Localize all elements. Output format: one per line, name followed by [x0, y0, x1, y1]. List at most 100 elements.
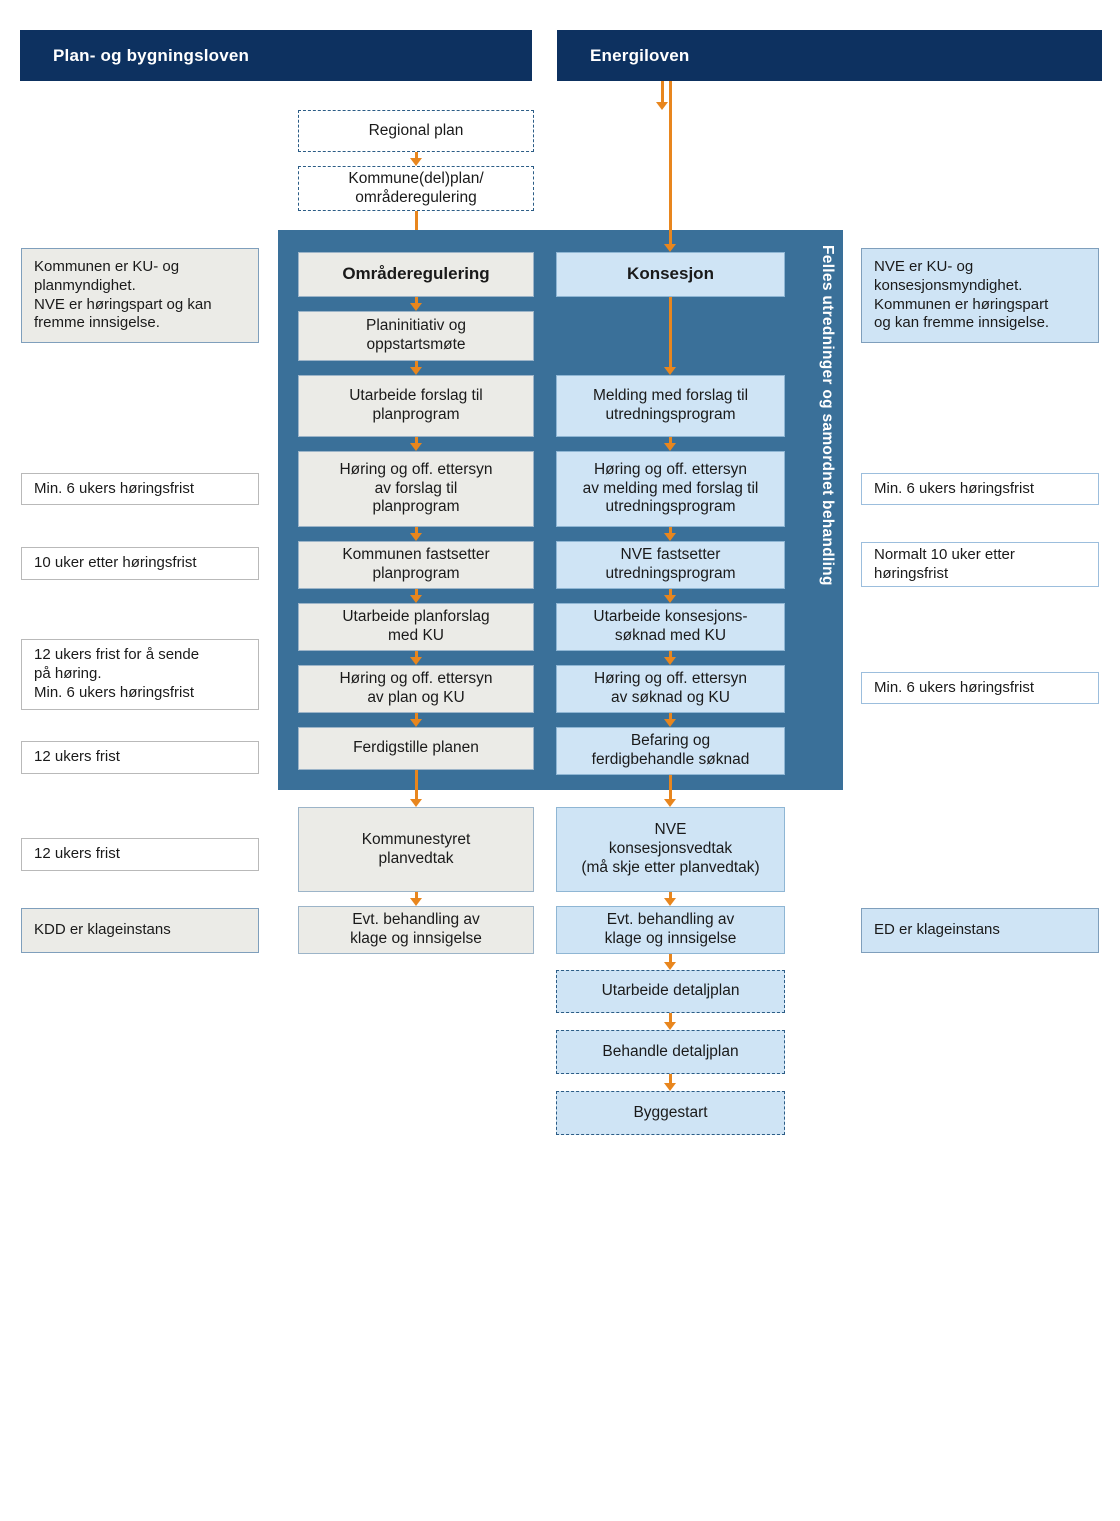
node-label: Utarbeide forslag til planprogram — [349, 387, 483, 423]
note-text: Min. 6 ukers høringsfrist — [874, 479, 1035, 497]
node-label: Planinitiativ og oppstartsmøte — [366, 317, 466, 353]
arrow-right-9 — [663, 1013, 677, 1030]
note-nve-ku-konsesjonsmyndighet: NVE er KU- og konsesjonsmyndighet. Kommu… — [861, 248, 1099, 343]
note-kommunen-ku-planmyndighet: Kommunen er KU- og planmyndighet. NVE er… — [21, 248, 259, 343]
note-text: Min. 6 ukers høringsfrist — [34, 479, 195, 497]
arrow-right-1 — [663, 437, 677, 451]
node-horing-plan-ku: Høring og off. ettersyn av plan og KU — [298, 665, 534, 713]
banner-right-label: Energiloven — [590, 45, 690, 65]
note-text: 12 ukers frist for å sende på høring. Mi… — [34, 646, 200, 701]
note-12-ukers-frist-sende-horing: 12 ukers frist for å sende på høring. Mi… — [21, 639, 259, 710]
note-12-ukers-frist-1: 12 ukers frist — [21, 741, 259, 774]
note-text: Min. 6 ukers høringsfrist — [874, 678, 1035, 696]
node-horing-forslag-planprogram: Høring og off. ettersyn av forslag til p… — [298, 451, 534, 527]
node-planinitiativ-oppstartsmote: Planinitiativ og oppstartsmøte — [298, 311, 534, 361]
node-label: Høring og off. ettersyn av melding med f… — [582, 460, 759, 516]
node-nve-konsesjonsvedtak: NVE konsesjonsvedtak (må skje etter plan… — [556, 807, 785, 892]
node-behandle-detaljplan: Behandle detaljplan — [556, 1030, 785, 1074]
note-text: 10 uker etter høringsfrist — [34, 554, 197, 572]
note-min-6-ukers-horingsfrist-right-2: Min. 6 ukers høringsfrist — [861, 672, 1099, 704]
arrow-banner-energiloven-to-konsesjon — [663, 81, 677, 252]
arrow-left-1 — [409, 361, 423, 375]
node-label: Evt. behandling av klage og innsigelse — [350, 911, 482, 947]
node-horing-soknad-ku: Høring og off. ettersyn av søknad og KU — [556, 665, 785, 713]
node-label: Ferdigstille planen — [353, 739, 479, 757]
arrow-right-5 — [663, 713, 677, 727]
node-ferdigstille-planen: Ferdigstille planen — [298, 727, 534, 770]
note-text: Kommunen er KU- og planmyndighet. NVE er… — [34, 258, 212, 332]
node-label: Høring og off. ettersyn av forslag til p… — [339, 460, 493, 516]
node-melding-forslag-utredningsprogram: Melding med forslag til utredningsprogra… — [556, 375, 785, 437]
arrow-right-7 — [663, 892, 677, 906]
arrow-right-6 — [663, 775, 677, 807]
arrow-regional-to-kommunedelplan — [409, 152, 423, 166]
node-label: Utarbeide detaljplan — [601, 982, 740, 1000]
arrow-right-2 — [663, 527, 677, 541]
arrow-right-3 — [663, 589, 677, 603]
node-regional-plan: Regional plan — [298, 110, 534, 152]
note-ed-klageinstans: ED er klageinstans — [861, 908, 1099, 953]
node-horing-melding-utredningsprogram: Høring og off. ettersyn av melding med f… — [556, 451, 785, 527]
node-label: Melding med forslag til utredningsprogra… — [592, 387, 749, 423]
arrow-left-7 — [409, 770, 423, 807]
banner-left-label: Plan- og bygningsloven — [53, 45, 250, 65]
panel-vertical-label: Felles utredninger og samordnet behandli… — [800, 245, 836, 775]
node-utarbeide-planforslag-ku: Utarbeide planforslag med KU — [298, 603, 534, 651]
node-label: Kommune(del)plan/ områderegulering — [348, 169, 484, 206]
node-label: NVE konsesjonsvedtak (må skje etter plan… — [581, 821, 760, 876]
node-label: Høring og off. ettersyn av plan og KU — [339, 670, 493, 706]
note-kdd-klageinstans: KDD er klageinstans — [21, 908, 259, 953]
node-utarbeide-detaljplan: Utarbeide detaljplan — [556, 970, 785, 1013]
node-label: Kommunen fastsetter planprogram — [342, 546, 490, 582]
arrow-left-8 — [409, 892, 423, 906]
arrow-left-3 — [409, 527, 423, 541]
node-utarbeide-forslag-planprogram: Utarbeide forslag til planprogram — [298, 375, 534, 437]
note-normalt-10-uker-etter-horingsfrist: Normalt 10 uker etter høringsfrist — [861, 542, 1099, 587]
node-label: Behandle detaljplan — [602, 1042, 739, 1060]
banner-plan-og-bygningsloven: Plan- og bygningsloven — [20, 30, 532, 81]
node-label: Utarbeide planforslag med KU — [342, 608, 490, 644]
arrow-right-0 — [663, 297, 677, 375]
node-nve-fastsetter-utredningsprogram: NVE fastsetter utredningsprogram — [556, 541, 785, 589]
node-left-evt-behandling-klage: Evt. behandling av klage og innsigelse — [298, 906, 534, 954]
arrow-right-8 — [663, 954, 677, 970]
node-label: Evt. behandling av klage og innsigelse — [604, 911, 737, 947]
note-min-6-ukers-horingsfrist-right-1: Min. 6 ukers høringsfrist — [861, 473, 1099, 505]
node-kommunedelplan-omraaderegulering: Kommune(del)plan/ områderegulering — [298, 166, 534, 211]
note-text: NVE er KU- og konsesjonsmyndighet. Kommu… — [874, 258, 1050, 332]
node-kommunen-fastsetter-planprogram: Kommunen fastsetter planprogram — [298, 541, 534, 589]
node-utarbeide-konsesjonssoknad-ku: Utarbeide konsesjons- søknad med KU — [556, 603, 785, 651]
note-text: KDD er klageinstans — [34, 921, 171, 939]
arrow-right-10 — [663, 1074, 677, 1091]
arrow-left-6 — [409, 713, 423, 727]
node-label: Konsesjon — [627, 264, 714, 284]
node-label: Områderegulering — [342, 264, 490, 284]
node-label: Befaring og ferdigbehandle søknad — [591, 732, 750, 768]
note-text: 12 ukers frist — [34, 845, 120, 863]
node-label: Regional plan — [368, 121, 464, 139]
node-label: Utarbeide konsesjons- søknad med KU — [593, 608, 748, 644]
node-omraaderegulering-header: Områderegulering — [298, 252, 534, 297]
note-text: ED er klageinstans — [874, 921, 1000, 939]
node-label: Kommunestyret planvedtak — [361, 830, 471, 867]
note-10-uker-etter-horingsfrist: 10 uker etter høringsfrist — [21, 547, 259, 580]
note-text: Normalt 10 uker etter høringsfrist — [874, 545, 1015, 582]
arrow-left-5 — [409, 651, 423, 665]
node-label: Høring og off. ettersyn av søknad og KU — [593, 670, 748, 706]
node-konsesjon-header: Konsesjon — [556, 252, 785, 297]
arrow-left-4 — [409, 589, 423, 603]
node-label: NVE fastsetter utredningsprogram — [605, 546, 736, 582]
note-12-ukers-frist-2: 12 ukers frist — [21, 838, 259, 871]
arrow-banner-to-regional-plan — [655, 81, 669, 110]
node-label: Byggestart — [633, 1103, 708, 1121]
node-befaring-ferdigbehandle-soknad: Befaring og ferdigbehandle søknad — [556, 727, 785, 775]
node-byggestart: Byggestart — [556, 1091, 785, 1135]
arrow-left-2 — [409, 437, 423, 451]
banner-energiloven: Energiloven — [557, 30, 1102, 81]
note-text: 12 ukers frist — [34, 748, 120, 766]
arrow-left-0 — [409, 297, 423, 311]
panel-vertical-text: Felles utredninger og samordnet behandli… — [819, 245, 836, 586]
node-kommunestyret-planvedtak: Kommunestyret planvedtak — [298, 807, 534, 892]
node-right-evt-behandling-klage: Evt. behandling av klage og innsigelse — [556, 906, 785, 954]
note-min-6-ukers-horingsfrist-left: Min. 6 ukers høringsfrist — [21, 473, 259, 505]
